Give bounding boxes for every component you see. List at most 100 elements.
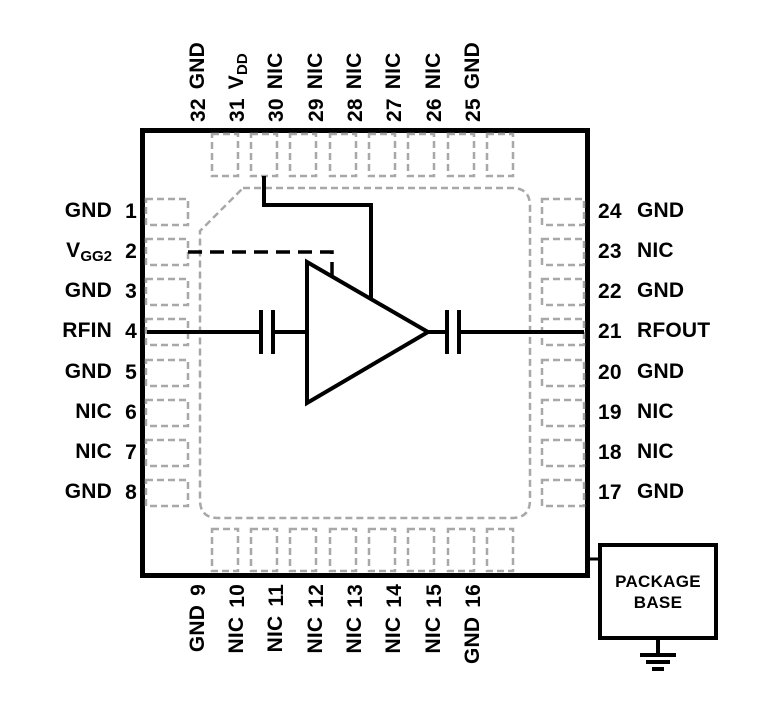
pin-name: GND bbox=[637, 279, 685, 302]
pin-label-30: 30 NIC bbox=[264, 2, 290, 122]
pin-name: GND bbox=[64, 360, 112, 383]
pin-name: NIC bbox=[422, 52, 445, 90]
pin-name: NIC bbox=[637, 400, 674, 423]
pin-name: NIC bbox=[382, 616, 405, 654]
pin-number: 4 bbox=[125, 320, 137, 343]
pin-number: 20 bbox=[598, 361, 622, 384]
vgg-bias-trace bbox=[188, 250, 334, 278]
pin-number: 9 bbox=[187, 584, 210, 596]
pin-label-5: GND 5 bbox=[0, 360, 137, 386]
pin-number: 19 bbox=[598, 401, 622, 424]
pad-pin-32 bbox=[210, 132, 240, 178]
pin-label-29: 29 NIC bbox=[304, 2, 330, 122]
pin-label-23: 23 NIC bbox=[598, 239, 674, 265]
pin-number: 25 bbox=[462, 98, 485, 122]
pad-pin-27 bbox=[406, 132, 436, 178]
pin-name: NIC bbox=[75, 400, 112, 423]
pin-label-22: 22 GND bbox=[598, 279, 684, 305]
pad-pin-7 bbox=[144, 438, 190, 468]
pad-pin-1 bbox=[144, 197, 190, 227]
package-base-line2: BASE bbox=[633, 592, 683, 612]
pin-name: GND bbox=[186, 604, 209, 653]
pin-label-11: NIC 11 bbox=[264, 584, 290, 704]
pin-number: 23 bbox=[598, 240, 622, 263]
pin-label-10: NIC 10 bbox=[225, 584, 251, 704]
pin-name: NIC bbox=[304, 616, 327, 654]
pad-pin-11 bbox=[288, 527, 318, 573]
pad-pin-16 bbox=[485, 527, 515, 573]
pad-pin-24 bbox=[540, 197, 586, 227]
pin-name: GND bbox=[64, 279, 112, 302]
pin-name: NIC bbox=[264, 52, 287, 90]
vdd-supply-trace bbox=[262, 176, 373, 300]
pad-pin-29 bbox=[328, 132, 358, 178]
pin-label-19: 19 NIC bbox=[598, 400, 674, 426]
pin-number: 31 bbox=[226, 98, 249, 122]
pin-name: NIC bbox=[637, 440, 674, 463]
ground-symbol-icon bbox=[640, 640, 676, 671]
package-outline bbox=[140, 128, 590, 578]
pin-number: 15 bbox=[423, 584, 446, 608]
pin-number: 10 bbox=[226, 584, 249, 608]
pin-label-20: 20 GND bbox=[598, 360, 684, 386]
pin-label-26: 26 NIC bbox=[422, 2, 448, 122]
pad-pin-3 bbox=[144, 277, 190, 307]
pin-label-12: NIC 12 bbox=[304, 584, 330, 704]
package-base-box bbox=[598, 543, 718, 640]
package-base-label: PACKAGE BASE bbox=[598, 543, 718, 640]
pad-pin-8 bbox=[144, 478, 190, 508]
pin-number: 1 bbox=[125, 200, 137, 223]
pin-label-3: GND 3 bbox=[0, 279, 137, 305]
pin-label-14: NIC 14 bbox=[382, 584, 408, 704]
pin-label-28: 28 NIC bbox=[343, 2, 369, 122]
pin-number: 27 bbox=[383, 98, 406, 122]
pin-name: RFOUT bbox=[637, 319, 711, 342]
pin-name: NIC bbox=[304, 52, 327, 90]
pin-name: NIC bbox=[225, 616, 248, 654]
pad-pin-17 bbox=[540, 478, 586, 508]
pin-label-15: NIC 15 bbox=[422, 584, 448, 704]
pin-number: 11 bbox=[265, 584, 288, 607]
pad-pin-12 bbox=[328, 527, 358, 573]
pad-pin-10 bbox=[249, 527, 279, 573]
pad-pin-15 bbox=[446, 527, 476, 573]
pin-number: 16 bbox=[462, 584, 485, 608]
pin-label-24: 24 GND bbox=[598, 199, 684, 225]
pin-number: 5 bbox=[125, 361, 137, 384]
pad-pin-19 bbox=[540, 398, 586, 428]
pin-number: 13 bbox=[344, 584, 367, 608]
pin-label-25: 25 GND bbox=[461, 2, 487, 122]
input-capacitor-icon bbox=[259, 310, 275, 354]
pad-pin-13 bbox=[367, 527, 397, 573]
pin-number: 12 bbox=[305, 584, 328, 608]
pin-name: GND bbox=[637, 480, 685, 503]
pin-label-27: 27 NIC bbox=[382, 2, 408, 122]
pin-label-21: 21 RFOUT bbox=[598, 319, 710, 345]
pin-label-9: GND 9 bbox=[186, 584, 212, 704]
pin-name: NIC bbox=[382, 52, 405, 90]
pin-number: 32 bbox=[187, 98, 210, 122]
pin-name: NIC bbox=[422, 616, 445, 654]
pin-label-32: 32 GND bbox=[186, 2, 212, 122]
pin-label-18: 18 NIC bbox=[598, 440, 674, 466]
amplifier-triangle-icon bbox=[305, 258, 432, 407]
pin-label-17: 17 GND bbox=[598, 480, 684, 506]
pad-pin-14 bbox=[406, 527, 436, 573]
pin-number: 7 bbox=[125, 441, 137, 464]
pin-number: 30 bbox=[265, 98, 288, 122]
pin-name: NIC bbox=[264, 615, 287, 653]
pad-pin-26 bbox=[446, 132, 476, 178]
pin-name: NIC bbox=[343, 52, 366, 90]
pin-number: 2 bbox=[125, 240, 137, 263]
pin-name: VGG2 bbox=[66, 239, 112, 265]
pin-number: 8 bbox=[125, 481, 137, 504]
pin-label-6: NIC 6 bbox=[0, 400, 137, 426]
pad-pin-30 bbox=[288, 132, 318, 178]
pin-label-1: GND 1 bbox=[0, 199, 137, 225]
output-capacitor-icon bbox=[445, 310, 461, 354]
pin-name: VDD bbox=[225, 53, 251, 90]
pin-name: RFIN bbox=[62, 319, 112, 342]
pin-number: 14 bbox=[383, 584, 406, 608]
pin-label-4: RFIN 4 bbox=[0, 319, 137, 345]
